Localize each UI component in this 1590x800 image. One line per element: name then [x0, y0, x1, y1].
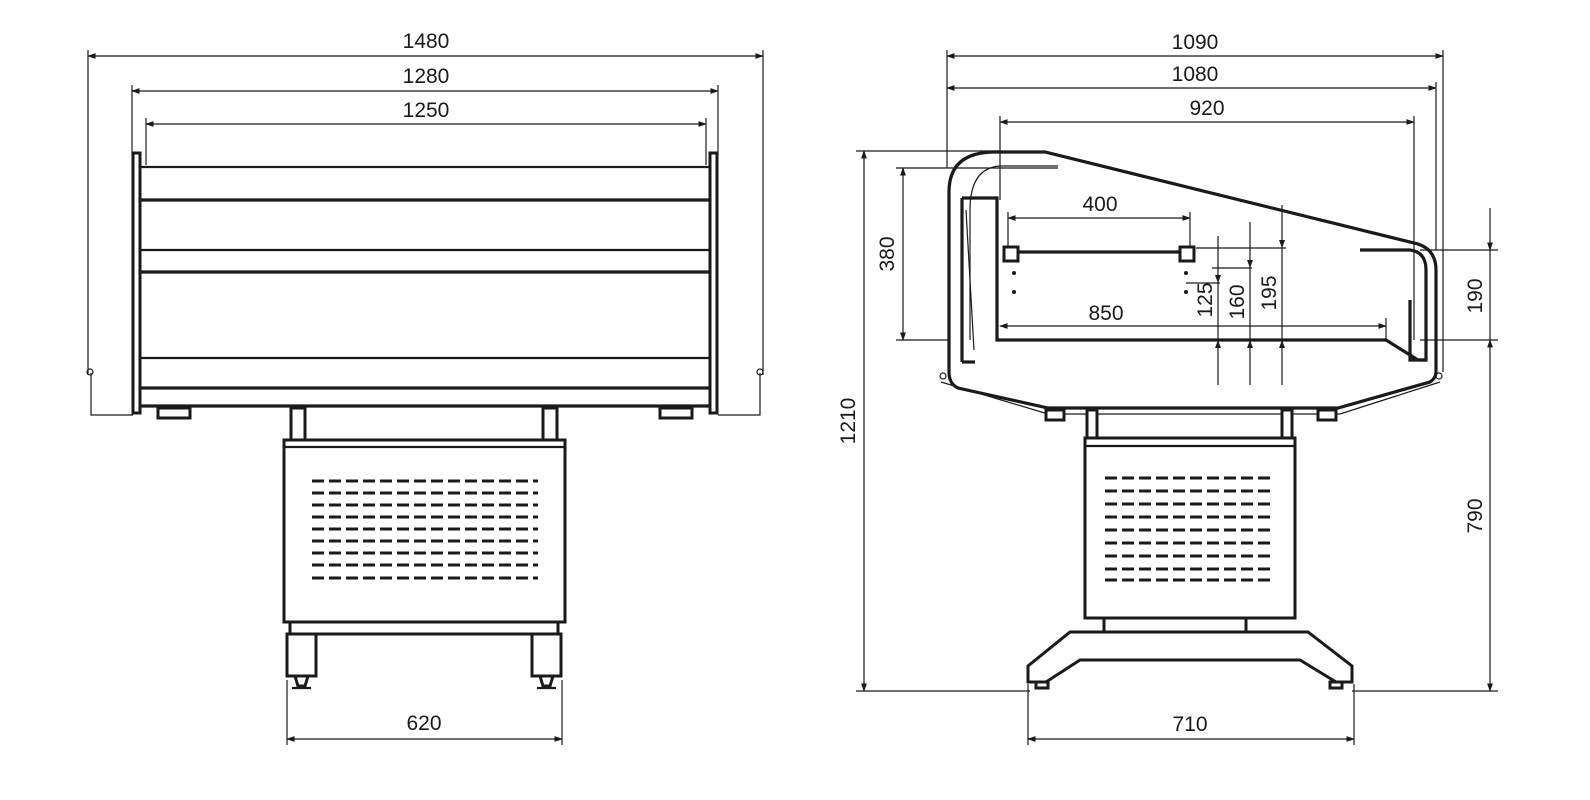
- dim-790: 790: [1464, 498, 1487, 533]
- side-view: 1090 1080 920 1210 380 400: [837, 31, 1498, 745]
- dim-1280: 1280: [403, 65, 450, 88]
- dim-160: 160: [1226, 284, 1249, 319]
- dim-125: 125: [1194, 282, 1217, 317]
- side-vent-grille: [1105, 476, 1272, 582]
- dim-850: 850: [1088, 302, 1123, 325]
- dim-190: 190: [1464, 278, 1487, 313]
- dim-710: 710: [1172, 713, 1207, 736]
- dim-1080: 1080: [1172, 63, 1219, 86]
- dim-195: 195: [1258, 275, 1281, 310]
- dim-920: 920: [1189, 97, 1224, 120]
- dim-380: 380: [876, 236, 899, 271]
- dim-1090: 1090: [1172, 31, 1219, 54]
- dim-620: 620: [406, 712, 441, 735]
- dim-1250: 1250: [403, 99, 450, 122]
- dim-1210: 1210: [837, 398, 860, 445]
- front-view: 1480 1280 1250: [86, 30, 764, 745]
- dim-400: 400: [1082, 193, 1117, 216]
- dim-1480: 1480: [403, 30, 450, 53]
- front-vent-grille: [312, 479, 538, 580]
